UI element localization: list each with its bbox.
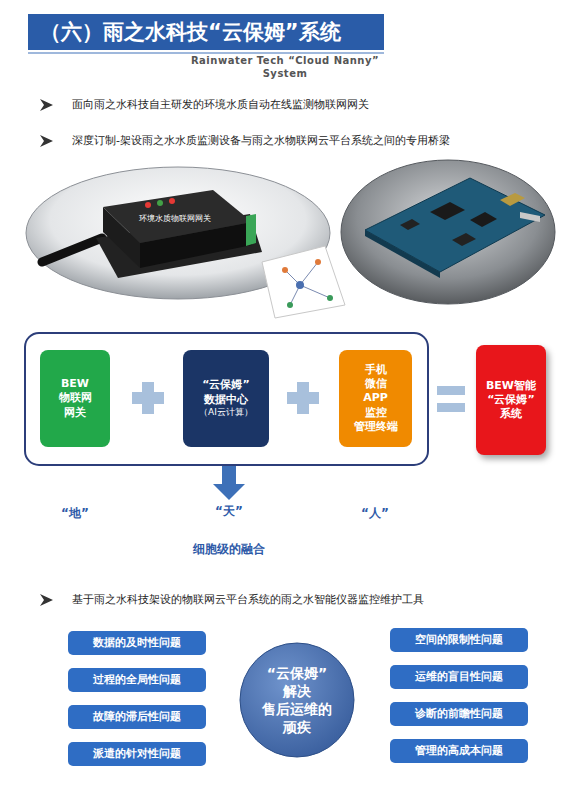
group-outline [25,333,428,465]
problem-text: 运维的盲目性问题 [415,670,503,684]
gateway-device-picture [157,200,163,206]
box-text: BEW 物联网 网关 [59,377,92,420]
component-box: “云保姆” 数据中心（AI云计算） [183,350,269,447]
text-wrap: 数据的及时性问题 [93,636,181,650]
text-wrap: 管理的高成本问题 [415,744,503,758]
circuit-board-picture [430,202,465,220]
text-label: 面向雨之水科技自主研发的环境水质自动在线监测物联网网关 [72,98,562,112]
down-arrow [213,466,245,500]
gateway-device-picture [103,190,252,243]
circuit-board-picture [500,193,525,206]
circuit-board-picture [365,178,545,272]
bullet-arrow [40,135,53,147]
text-wrap: 故障的滞后性问题 [93,710,181,724]
component-box: BEW 物联网 网关 [40,350,110,447]
network-picture [262,246,345,318]
network-picture [300,285,330,298]
network-picture [327,295,333,301]
text-wrap: 空间的限制性问题 [415,633,503,647]
text-wrap: 运维的盲目性问题 [415,670,503,684]
text-wrap: BEW 物联网 网关 [59,377,92,420]
circuit-board-picture [452,233,476,246]
plus-sign [142,382,154,414]
equals-sign [437,386,465,412]
bullet-arrow [40,594,53,606]
component-box: 手机 微信 APP 监控 管理终端 [339,350,412,447]
equals-sign [437,386,465,395]
box-text: BEW智能 “云保姆” 系统 [486,379,536,422]
text-label: 深度订制-架设雨之水水质监测设备与雨之水物联网云平台系统之间的专用桥梁 [72,134,572,148]
text-label: 细胞级的融合 [164,542,294,557]
problem-box: 派遣的针对性问题 [68,742,206,766]
problem-box: 过程的全局性问题 [68,668,206,692]
problem-text: 派遣的针对性问题 [93,747,181,761]
problem-box: 运维的盲目性问题 [390,665,528,689]
problem-text: 故障的滞后性问题 [93,710,181,724]
component-box: BEW智能 “云保姆” 系统 [476,345,546,455]
gateway-device-picture [246,214,256,246]
plus-sign [297,382,309,414]
text-wrap: 过程的全局性问题 [93,673,181,687]
circuit-board-picture [341,160,555,304]
box-text: “云保姆” 数据中心 [202,378,249,407]
banner-underline [28,52,384,54]
circuit-board-picture [520,212,540,222]
network-picture [282,267,288,273]
text-wrap: 派遣的针对性问题 [93,747,181,761]
device-label: 环境水质物联网网关 [120,214,230,224]
circuit-board-picture [400,219,420,230]
network-picture [262,246,345,318]
gateway-device-picture [42,238,102,262]
circuit-board-picture [365,230,440,278]
text-wrap: “云保姆” 解决 售后运维的 顽疾 [262,664,332,737]
banner-underline [28,52,384,54]
network-picture [296,281,304,289]
problem-box: 数据的及时性问题 [68,631,206,655]
circuit-board-picture [470,212,497,227]
box-text: “云保姆” 解决 售后运维的 顽疾 [262,664,332,737]
title-banner: （六）雨之水科技“云保姆”系统 [28,14,384,50]
text-wrap: BEW智能 “云保姆” 系统 [486,379,536,422]
problem-box: 故障的滞后性问题 [68,705,206,729]
problem-box: 空间的限制性问题 [390,628,528,652]
gateway-device-picture [145,202,151,208]
circuit-board-picture [341,160,555,304]
network-picture [315,259,321,265]
problem-text: 管理的高成本问题 [415,744,503,758]
text-wrap: 诊断的前瞻性问题 [415,707,503,721]
group-outline [25,333,428,465]
problem-box: 管理的高成本问题 [390,739,528,763]
problem-text: 过程的全局性问题 [93,673,181,687]
box-text: 手机 微信 APP 监控 管理终端 [354,363,398,434]
subtitle: Rainwater Tech “Cloud Nanny” System [190,55,380,80]
down-arrow [222,466,236,484]
text-wrap: “云保姆” 数据中心（AI云计算） [199,378,253,418]
equals-sign [437,403,465,412]
center-circle: “云保姆” 解决 售后运维的 顽疾 [239,642,355,758]
box-text: （AI云计算） [199,407,253,419]
text-label: “地” [50,506,100,521]
bullet-arrow [40,99,53,111]
network-picture [300,262,318,285]
text-label: “人” [350,506,400,521]
problem-text: 诊断的前瞻性问题 [415,707,503,721]
text-label: 基于雨之水科技架设的物联网云平台系统的雨之水智能仪器监控维护工具 [72,593,572,607]
problem-text: 空间的限制性问题 [415,633,503,647]
text-label: “天” [204,504,254,519]
problem-text: 数据的及时性问题 [93,636,181,650]
network-picture [287,302,293,308]
circle-shape [240,643,354,757]
circle-shape [239,642,355,758]
gateway-device-picture [169,198,175,204]
down-arrow [213,484,245,500]
problem-box: 诊断的前瞻性问题 [390,702,528,726]
text-wrap: 手机 微信 APP 监控 管理终端 [354,363,398,434]
